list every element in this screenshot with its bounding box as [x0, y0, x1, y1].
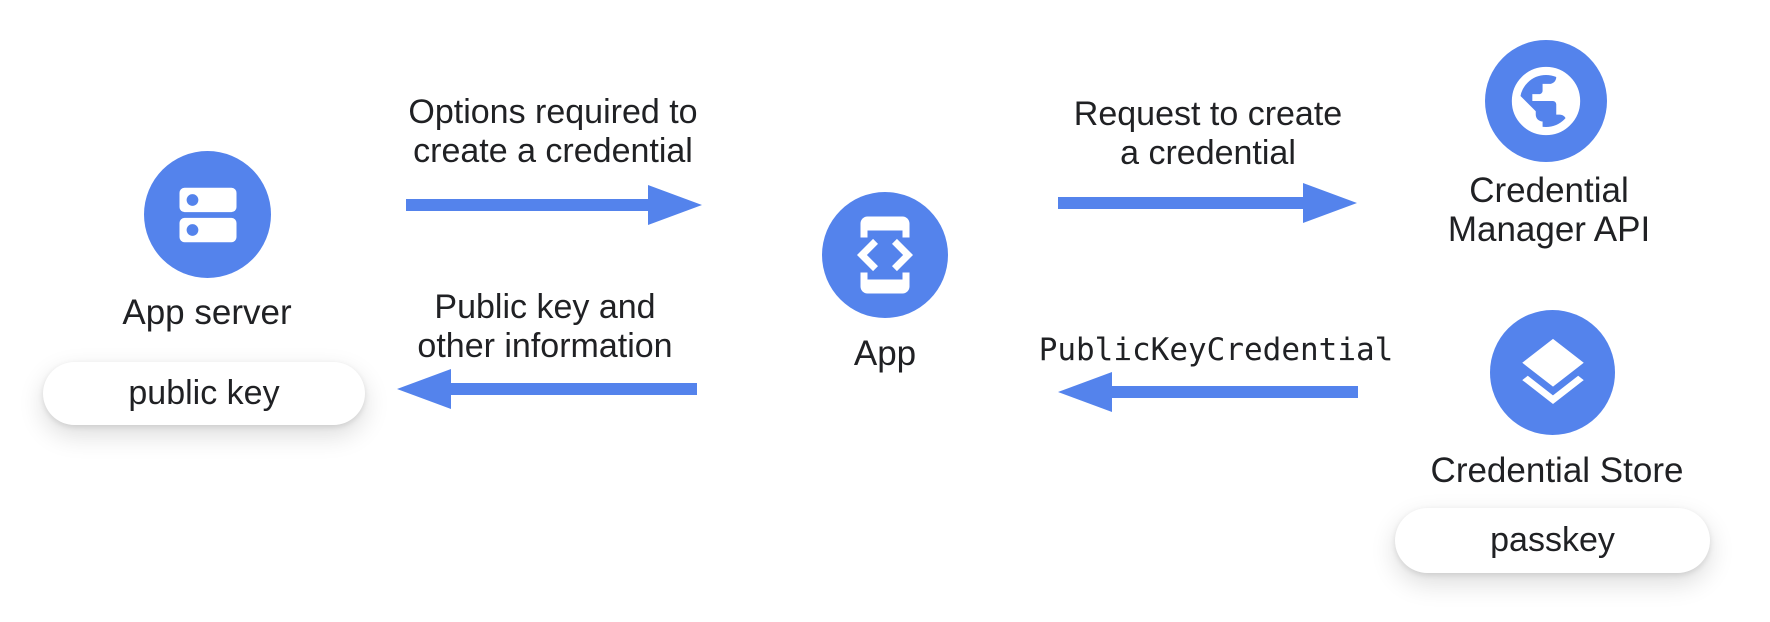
public-key-pill: public key: [43, 362, 365, 425]
arrow-label-public-key-credential: PublicKeyCredential: [1038, 332, 1394, 368]
credential-manager-label: Credential Manager API: [1447, 171, 1651, 249]
arrow-public-key-info: [397, 369, 697, 409]
passkey-pill: passkey: [1395, 508, 1710, 573]
credential-store-node: [1490, 310, 1615, 435]
arrow-label-request-line2: a credential: [1120, 134, 1296, 173]
arrow-shaft: [447, 383, 697, 395]
arrow-label-options: Options required to create a credential: [408, 93, 697, 171]
arrow-label-options-line2: create a credential: [413, 132, 693, 171]
public-key-pill-label: public key: [128, 374, 280, 412]
arrow-shaft: [1108, 386, 1358, 398]
app-label: App: [853, 334, 917, 373]
credential-manager-node: [1485, 40, 1607, 162]
arrow-head-left-icon: [1058, 372, 1112, 412]
server-icon: [179, 187, 236, 242]
phone-code-icon: [857, 216, 913, 294]
globe-icon: [1511, 66, 1581, 136]
arrow-label-public-key-info-line2: other information: [417, 327, 673, 366]
arrow-head-right-icon: [1303, 183, 1357, 223]
credential-manager-label-line2: Manager API: [1447, 209, 1651, 249]
arrow-label-options-line1: Options required to: [408, 93, 698, 131]
passkey-pill-label: passkey: [1490, 521, 1615, 559]
app-node: [822, 192, 948, 318]
arrow-options-to-create: [406, 185, 702, 225]
app-server-node: [144, 151, 271, 278]
credential-manager-label-line1: Credential: [1469, 171, 1629, 210]
credential-store-label: Credential Store: [1430, 451, 1684, 490]
arrow-public-key-credential: [1058, 372, 1358, 412]
arrow-shaft: [406, 199, 652, 211]
arrow-label-public-key-info-line1: Public key and: [434, 288, 656, 326]
arrow-shaft: [1058, 197, 1307, 209]
arrow-head-right-icon: [648, 185, 702, 225]
arrow-label-request-line1: Request to create: [1073, 95, 1343, 133]
app-server-label: App server: [122, 293, 292, 332]
arrow-head-left-icon: [397, 369, 451, 409]
layers-icon: [1521, 338, 1584, 404]
arrow-label-request: Request to create a credential: [1074, 95, 1342, 173]
arrow-label-public-key-info: Public key and other information: [417, 288, 672, 366]
arrow-request-to-create: [1058, 183, 1357, 223]
